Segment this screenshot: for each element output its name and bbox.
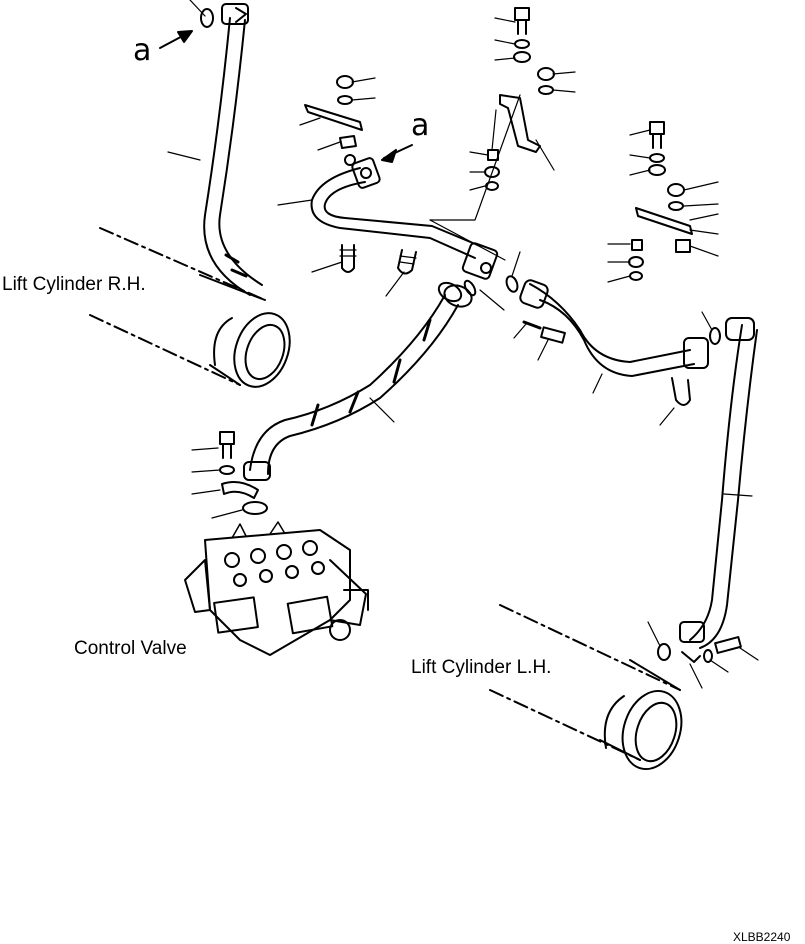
o-rings-center xyxy=(443,275,519,308)
upper-tube-lh xyxy=(519,279,721,406)
lift-cylinder-lh-body xyxy=(489,604,683,771)
lift-cylinder-rh-label: Lift Cylinder R.H. xyxy=(2,274,146,295)
bolt-stack-right xyxy=(628,121,693,281)
marker-a-arrow-2 xyxy=(381,144,413,163)
control-valve-label: Control Valve xyxy=(74,638,187,659)
lift-cylinder-lh-label: Lift Cylinder L.H. xyxy=(411,657,552,678)
lift-cylinder-rh-body xyxy=(89,227,291,388)
u-bolts-upper xyxy=(339,244,417,275)
hose-to-control-valve xyxy=(243,281,463,481)
detail-marker-a-2: a xyxy=(411,108,430,143)
control-valve-body xyxy=(184,521,369,656)
upper-tube-rh xyxy=(310,157,499,280)
callout-leaders xyxy=(191,17,759,689)
hose-to-lh-cylinder xyxy=(657,317,758,663)
marker-a-arrow-1 xyxy=(159,30,193,49)
detail-marker-a-1: a xyxy=(133,33,152,68)
flange-parts-valve xyxy=(219,431,268,515)
hose-to-rh-cylinder xyxy=(200,3,263,296)
drawing-code: XLBB2240 xyxy=(733,930,791,944)
